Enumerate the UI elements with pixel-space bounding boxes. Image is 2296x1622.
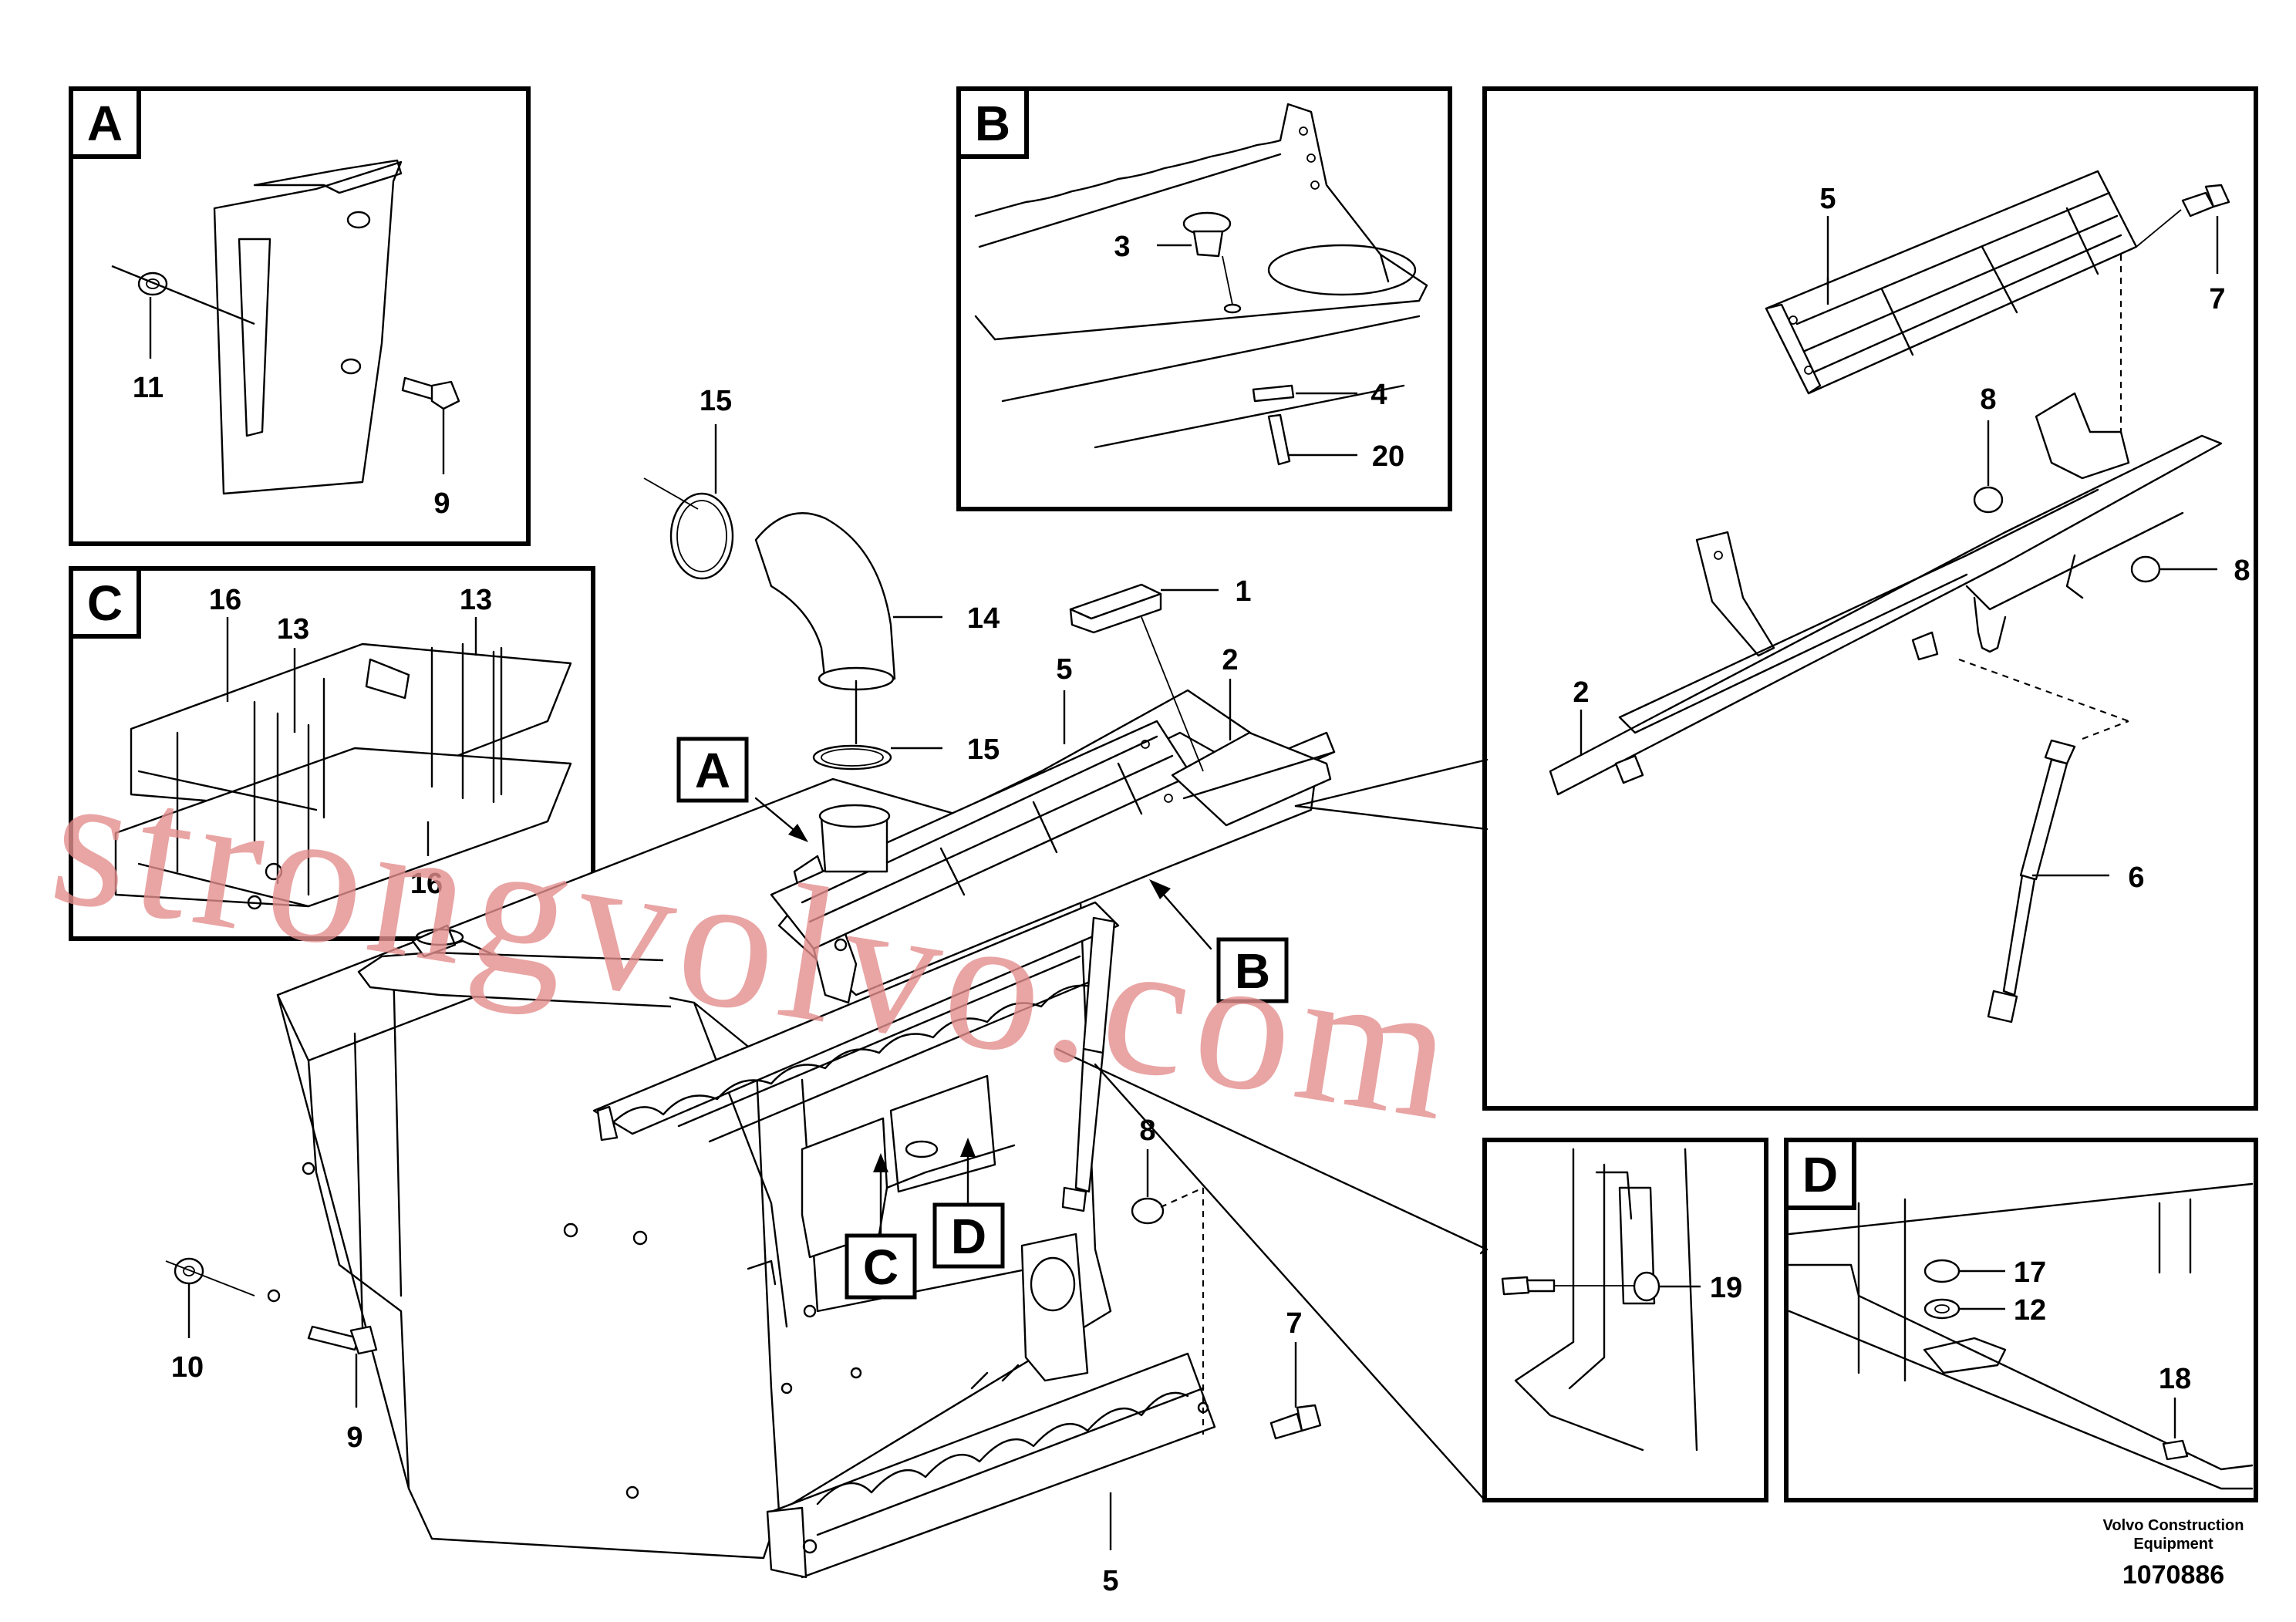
plug-3 — [1182, 211, 1232, 258]
bolt-7-right — [2181, 184, 2230, 218]
drawing-number: 1070886 — [2122, 1560, 2224, 1590]
hood-frame-2 — [1549, 392, 2223, 796]
maker-line-1: Volvo Construction — [2103, 1517, 2244, 1534]
part-label-5-bottom: 5 — [1102, 1565, 1118, 1597]
part-label-8-upper: 8 — [1980, 383, 1996, 416]
view-callout-b: B — [1149, 879, 1289, 1003]
gas-strut-6 — [1987, 739, 2076, 1023]
part-label-11: 11 — [133, 372, 164, 404]
part-label-17: 17 — [2014, 1256, 2046, 1289]
part-label-18: 18 — [2159, 1363, 2191, 1395]
part-label-8-main: 8 — [1139, 1114, 1155, 1147]
part-label-2-main: 2 — [1222, 644, 1238, 676]
washer-11 — [137, 271, 168, 296]
main-assembly — [165, 477, 1336, 1579]
part-label-15-bottom: 15 — [967, 733, 1000, 766]
callout-b-letter: B — [1235, 943, 1270, 999]
bolt-9 — [401, 376, 460, 410]
panel-d-letter: D — [1802, 1147, 1838, 1202]
view-callout-a: A — [676, 737, 808, 842]
part-label-3: 3 — [1114, 231, 1130, 263]
part-label-2-right: 2 — [1573, 676, 1589, 709]
stacked-crates-c — [114, 642, 572, 910]
view-callout-d: D — [932, 1138, 1005, 1269]
part-label-15-top: 15 — [700, 385, 732, 417]
part-label-13-right: 13 — [460, 584, 492, 616]
bracket-d — [1788, 1182, 2254, 1490]
lockwasher-17 — [1923, 1259, 1961, 1283]
part-label-14: 14 — [967, 602, 1000, 635]
panel-a-letter: A — [87, 96, 123, 151]
detail-panel-right: 7 5 8 2 8 — [1482, 86, 2258, 1111]
part-label-7-main: 7 — [1286, 1307, 1302, 1340]
nut-8-upper — [1973, 486, 2004, 514]
part-label-16-bottom: 16 — [410, 868, 443, 900]
part-label-20: 20 — [1372, 440, 1404, 473]
panel-c-letter: C — [87, 575, 123, 631]
part-label-12: 12 — [2014, 1294, 2046, 1327]
callout-c-letter: C — [863, 1239, 899, 1295]
callout-a-letter: A — [695, 743, 730, 798]
nut-8-lower — [2130, 555, 2161, 583]
part-label-4: 4 — [1371, 379, 1387, 411]
washer-12 — [1923, 1298, 1961, 1320]
part-label-9-main: 9 — [346, 1421, 362, 1454]
detail-panel-a: A 11 9 — [69, 86, 531, 546]
detail-panel-19: 19 — [1482, 1138, 1768, 1502]
bracket-plate-a — [213, 159, 403, 495]
step-rail-b — [974, 103, 1428, 449]
part-label-6: 6 — [2128, 862, 2144, 894]
part-label-7-right: 7 — [2209, 283, 2225, 315]
bolt-19 — [1501, 1276, 1556, 1296]
detail-panel-b: B 3 4 20 — [956, 86, 1452, 511]
pin-4 — [1252, 384, 1295, 403]
leader-connectors — [1055, 758, 1489, 1502]
view-callout-c: C — [845, 1153, 917, 1300]
part-label-5-top: 5 — [1056, 653, 1072, 686]
tread-5-right — [1765, 170, 2138, 395]
bracket-19 — [1514, 1148, 1698, 1452]
nut-19 — [1633, 1271, 1660, 1302]
panel-b-letter: B — [975, 96, 1010, 151]
bolt-20 — [1267, 413, 1291, 466]
part-label-8-lower: 8 — [2234, 555, 2250, 587]
detail-panel-d: D 17 12 18 — [1784, 1138, 2258, 1502]
callout-d-letter: D — [951, 1209, 986, 1264]
part-label-5-right: 5 — [1819, 183, 1836, 215]
footer: Volvo Construction Equipment 1070886 — [2103, 1517, 2244, 1590]
part-label-10: 10 — [171, 1351, 204, 1384]
maker-line-2: Equipment — [2133, 1536, 2213, 1553]
part-label-1: 1 — [1235, 575, 1251, 608]
part-label-9-a: 9 — [433, 487, 450, 520]
part-label-19: 19 — [1710, 1272, 1742, 1304]
part-label-16-top: 16 — [209, 584, 241, 616]
detail-panel-c: C 16 13 13 16 — [69, 566, 595, 941]
part-label-13-left: 13 — [277, 613, 309, 646]
main-part-labels: 15 14 15 1 5 2 8 10 9 7 5 — [171, 385, 1303, 1597]
